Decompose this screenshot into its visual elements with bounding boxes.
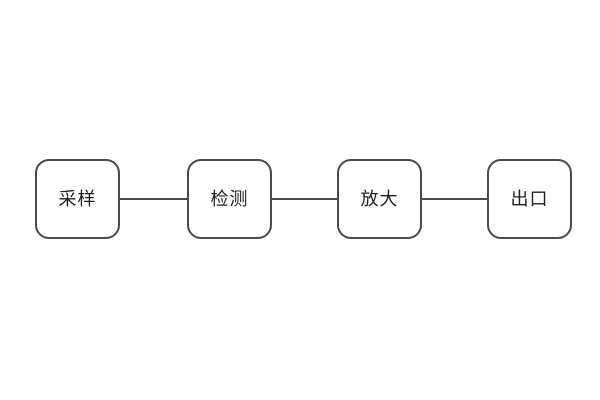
node-amplification-label: 放大 <box>360 189 399 209</box>
node-outlet: 出口 <box>487 159 572 239</box>
node-detection: 检测 <box>187 159 272 239</box>
node-amplification: 放大 <box>337 159 422 239</box>
node-sampling: 采样 <box>35 159 120 239</box>
node-outlet-label: 出口 <box>510 189 549 209</box>
connector-amplification-outlet <box>421 198 488 200</box>
node-sampling-label: 采样 <box>58 189 97 209</box>
node-detection-label: 检测 <box>210 189 249 209</box>
connector-sampling-detection <box>119 198 188 200</box>
connector-detection-amplification <box>271 198 338 200</box>
